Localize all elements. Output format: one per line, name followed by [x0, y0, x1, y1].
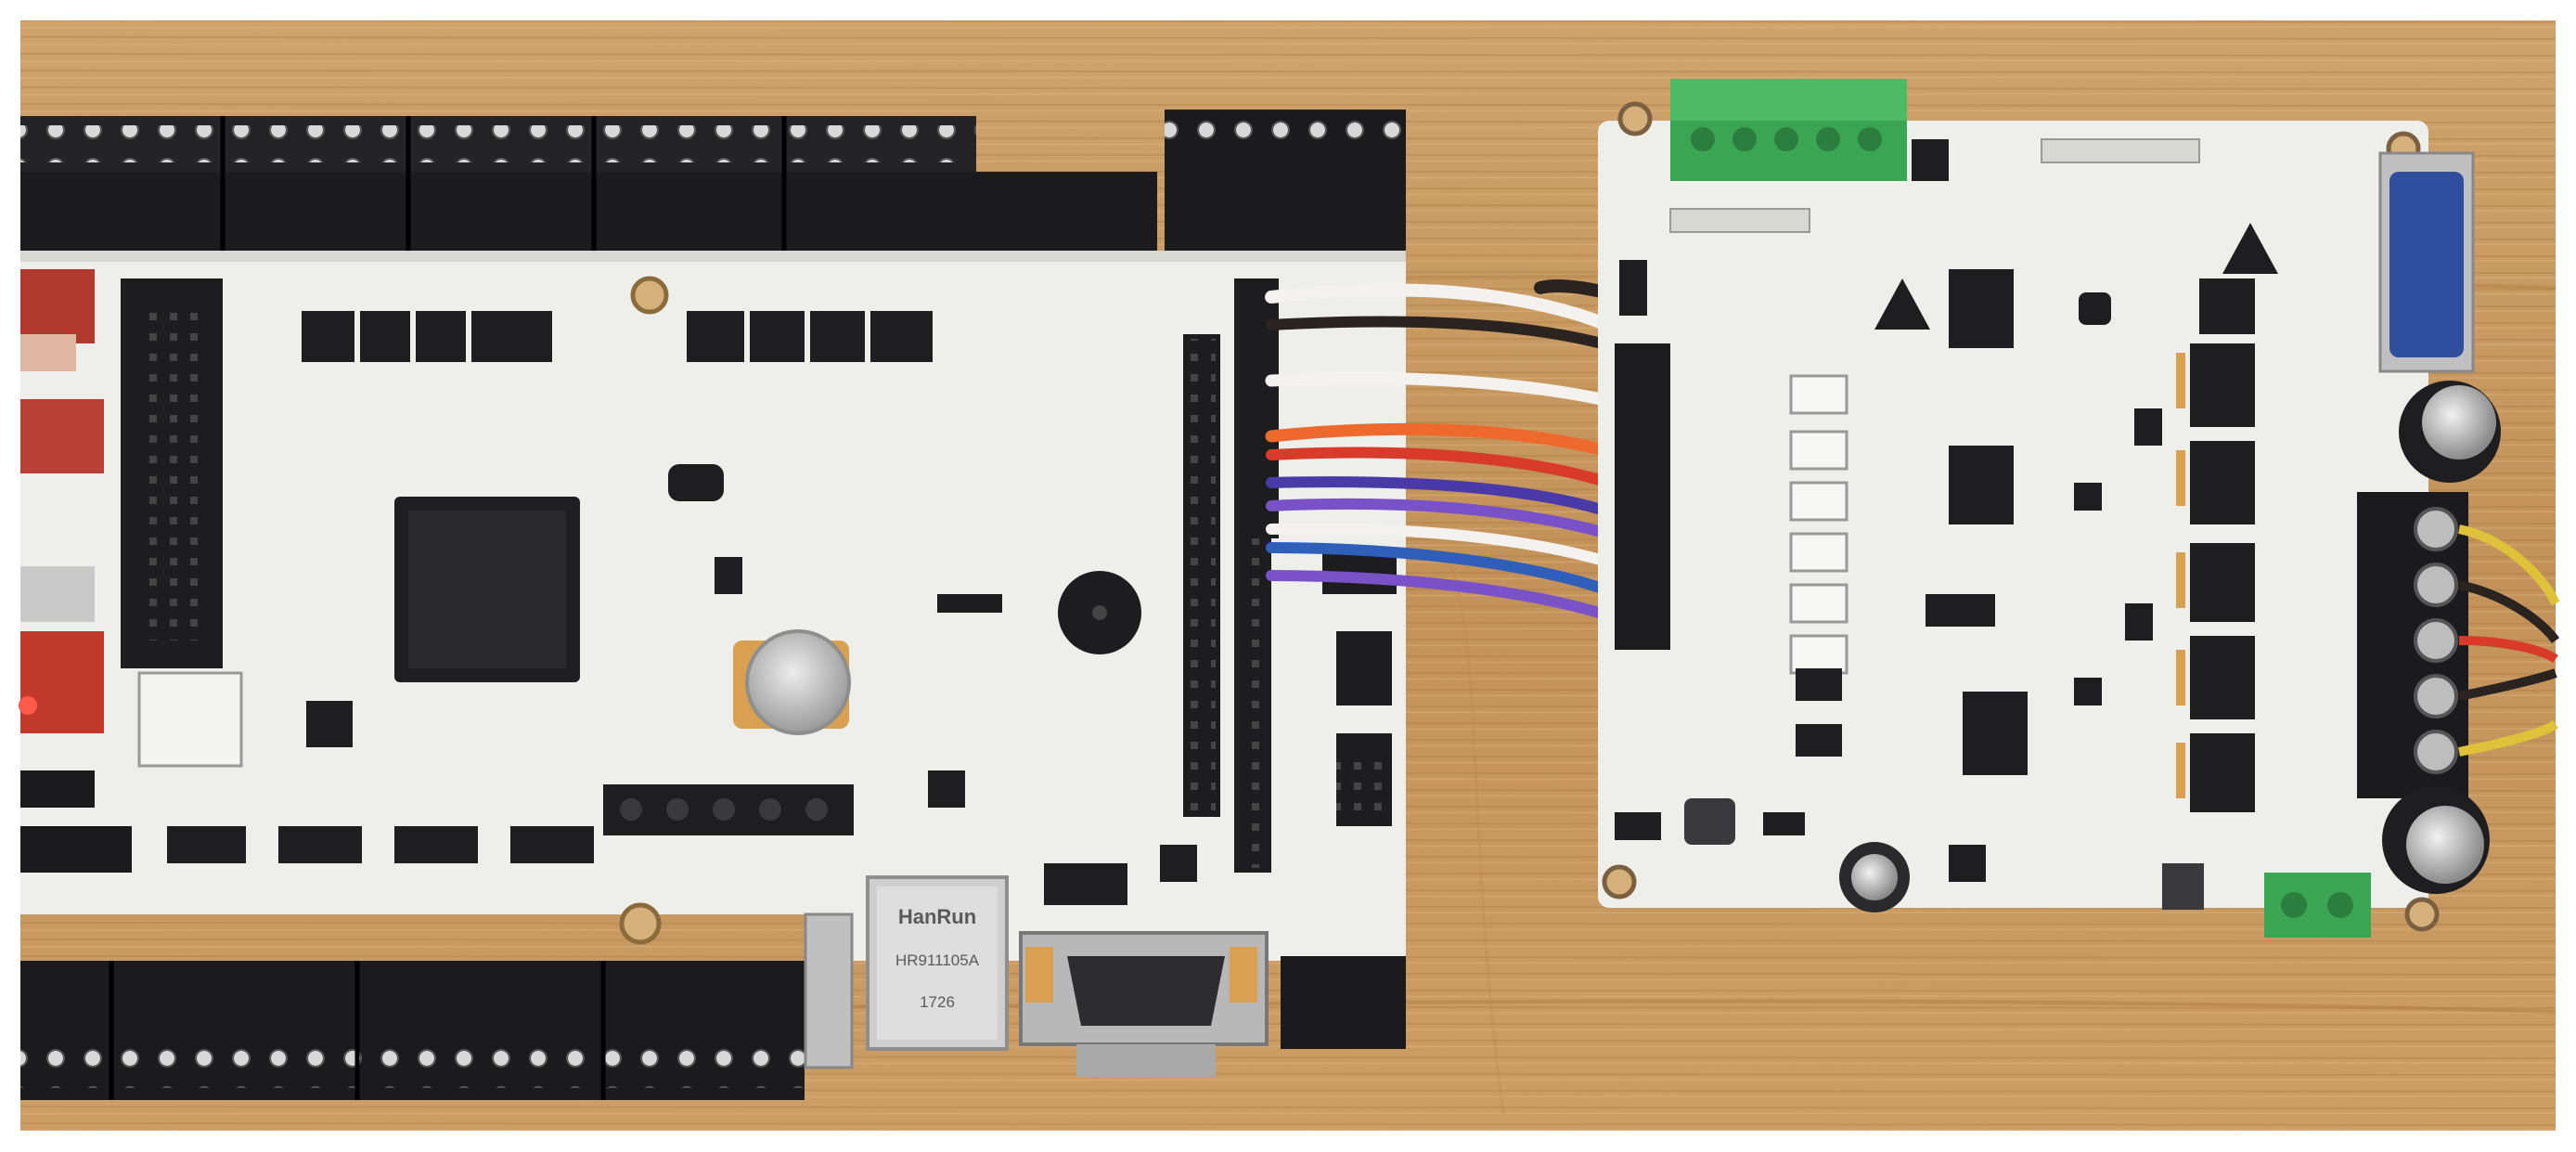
left-edge-connectors: [19, 269, 132, 873]
jumper-row: [2041, 138, 2200, 163]
capacitor-small: [1839, 842, 1910, 913]
mosfet-column: [2176, 278, 2255, 812]
switch: [1912, 139, 1949, 181]
jack-code-label: 1726: [920, 993, 955, 1011]
mounting-hole: [619, 902, 662, 945]
small-ic: [306, 701, 353, 747]
capacitor-bottom: [2382, 786, 2490, 894]
small-ic: [2134, 408, 2162, 446]
cable-header: [1044, 863, 1127, 905]
top-terminal-blocks: [20, 110, 1406, 255]
capacitor-top: [2399, 381, 2501, 483]
usb-port: [804, 913, 854, 1069]
jack-brand-label: HanRun: [898, 905, 976, 928]
jst-connector: [137, 671, 243, 768]
mounting-hole: [630, 276, 669, 315]
bottom-terminal-blocks: [20, 956, 1406, 1100]
green-terminal-top: [1670, 79, 1907, 181]
small-ic: [1619, 260, 1647, 316]
motor-wires: [2457, 524, 2560, 757]
driver-board: [1598, 79, 2560, 938]
input-header: [1615, 343, 1670, 650]
vga-connector: [2378, 151, 2475, 373]
small-ic: [1949, 845, 1986, 882]
power-terminal: [2357, 492, 2468, 798]
small-ic: [1160, 845, 1197, 882]
small-ic: [2125, 603, 2153, 641]
green-terminal-bottom: [2264, 873, 2371, 938]
gate-driver-ics: [1926, 269, 2028, 775]
small-ic: [1763, 812, 1805, 835]
mounting-hole: [1617, 101, 1653, 136]
jumper-row: [1669, 208, 1810, 233]
transistor: [668, 464, 724, 501]
bottom-ic-row: [167, 826, 594, 863]
esd-warning-icon: [1874, 278, 1930, 330]
small-ic: [2079, 292, 2111, 325]
controller-pcb: [20, 251, 1406, 961]
optocouplers: [1789, 374, 1848, 757]
small-ic: [2074, 483, 2102, 511]
coin-cell-battery: [733, 629, 851, 735]
pin-header: [937, 594, 1002, 613]
controller-board: HanRun HR911105A 1726: [19, 110, 1406, 1100]
inductor: [1684, 798, 1735, 845]
ethernet-jack: HanRun HR911105A 1726: [866, 875, 1009, 1051]
top-ic-row: [302, 311, 933, 362]
small-ic: [2162, 863, 2204, 910]
mounting-hole: [1602, 864, 1637, 900]
db9-connector: [1019, 931, 1269, 1077]
esd-warning-icon: [2222, 223, 2278, 274]
push-buttons: [603, 784, 854, 835]
small-ic: [2074, 678, 2102, 705]
jack-part-label: HR911105A: [895, 951, 980, 969]
small-ic: [928, 770, 965, 808]
small-ic: [1615, 812, 1661, 840]
mounting-hole: [2404, 897, 2440, 932]
small-ic: [715, 557, 742, 594]
